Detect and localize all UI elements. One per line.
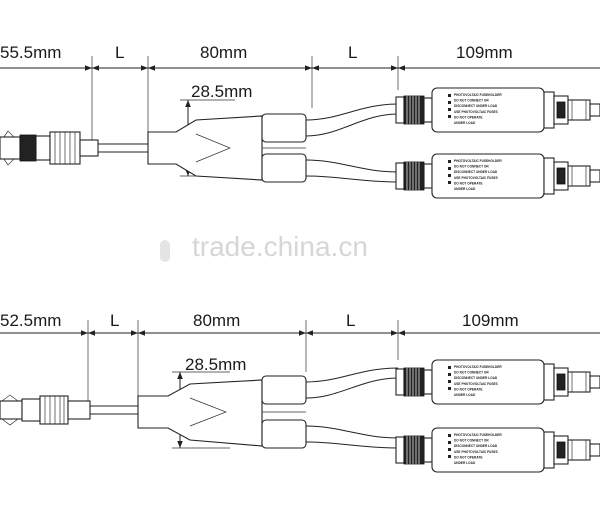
top-y-splitter xyxy=(147,115,263,181)
fuse-label-line: USE PHOTOVOLTAIC FUSES xyxy=(454,450,498,454)
bottom-trunk-cable xyxy=(90,405,138,415)
top-dim-split: 28.5mm xyxy=(191,82,252,101)
fuse-label-line: UNDER LOAD xyxy=(454,121,476,125)
watermark: trade.china.cn xyxy=(160,231,368,262)
top-dim-mid: 80mm xyxy=(200,43,247,62)
fuse-label-line: UNDER LOAD xyxy=(454,461,476,465)
bottom-dim-split: 28.5mm xyxy=(185,355,246,374)
fuse-label-line: PHOTOVOLTAIC FUSEHOLDER xyxy=(454,433,502,437)
top-trunk-cable xyxy=(98,143,148,153)
bottom-dim-l1: L xyxy=(110,311,119,330)
bottom-dim-left: 52.5mm xyxy=(0,311,61,330)
fuse-label-line: USE PHOTOVOLTAIC FUSES xyxy=(454,382,498,386)
fuse-label-line: DISCONNECT UNDER LOAD xyxy=(454,170,498,174)
bottom-dim-l2: L xyxy=(346,311,355,330)
fuse-label-line: DO NOT OPERATE xyxy=(454,115,482,119)
fuse-label-line: PHOTOVOLTAIC FUSEHOLDER xyxy=(454,159,502,163)
top-assembly: 55.5mm L 80mm L 109mm 28.5mm xyxy=(0,43,600,199)
fuse-label-line: DO NOT OPERATE xyxy=(454,387,482,391)
bottom-dimension-lines xyxy=(0,320,600,449)
fuse-label-line: DO NOT OPERATE xyxy=(454,181,482,185)
fuse-label-line: DO NOT CONNECT OR xyxy=(454,439,489,443)
fuse-label-line: USE PHOTOVOLTAIC FUSES xyxy=(454,176,498,180)
top-dim-right: 109mm xyxy=(456,43,513,62)
top-dim-left: 55.5mm xyxy=(0,43,61,62)
fuse-label-line: USE PHOTOVOLTAIC FUSES xyxy=(454,110,498,114)
fuse-label-line: UNDER LOAD xyxy=(454,393,476,397)
fuse-label-line: PHOTOVOLTAIC FUSEHOLDER xyxy=(454,93,502,97)
fuse-label-line: DO NOT CONNECT OR xyxy=(454,165,489,169)
top-branch-cable-2 xyxy=(305,159,399,183)
top-dim-l2: L xyxy=(348,43,357,62)
fuse-label-line: DO NOT CONNECT OR xyxy=(454,371,489,375)
fuse-label-line: DO NOT OPERATE xyxy=(454,455,482,459)
bottom-dim-right: 109mm xyxy=(462,311,519,330)
bottom-branch-cable-2 xyxy=(305,425,399,449)
bottom-input-connector xyxy=(0,394,91,426)
fuse-label-line: DISCONNECT UNDER LOAD xyxy=(454,104,498,108)
top-branch-cable-1 xyxy=(305,103,399,137)
fuse-label-line: PHOTOVOLTAIC FUSEHOLDER xyxy=(454,365,502,369)
top-input-connector xyxy=(0,130,99,166)
bottom-dim-mid: 80mm xyxy=(193,311,240,330)
fuse-label-line: DISCONNECT UNDER LOAD xyxy=(454,376,498,380)
bottom-branch-cable-1 xyxy=(305,367,399,399)
watermark-text: trade.china.cn xyxy=(192,231,368,262)
top-dim-l1: L xyxy=(115,43,124,62)
fuse-label-line: DISCONNECT UNDER LOAD xyxy=(454,444,498,448)
fuse-label-line: UNDER LOAD xyxy=(454,187,476,191)
fuse-labels: PHOTOVOLTAIC FUSEHOLDER DO NOT CONNECT OR… xyxy=(454,93,502,465)
bottom-y-splitter xyxy=(137,379,263,447)
bottom-assembly: 52.5mm L 80mm L 109mm 28.5mm xyxy=(0,311,600,473)
fuse-label-line: DO NOT CONNECT OR xyxy=(454,99,489,103)
